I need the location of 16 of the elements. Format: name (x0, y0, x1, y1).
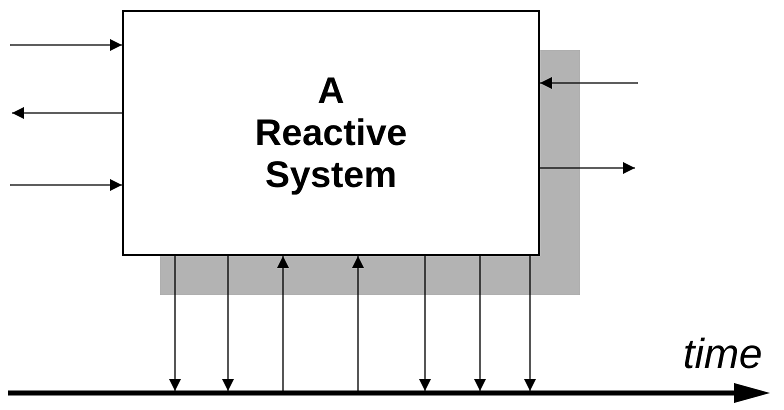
arrow (10, 39, 122, 51)
arrow (540, 77, 638, 89)
arrow (524, 256, 536, 391)
arrow (222, 256, 234, 391)
box-title: A Reactive System (254, 70, 408, 196)
arrow (352, 256, 364, 391)
arrow (169, 256, 181, 391)
time-axis (8, 383, 770, 403)
arrow (10, 179, 122, 191)
axis-label: time (683, 330, 762, 378)
arrow (419, 256, 431, 391)
arrow (277, 256, 289, 391)
arrow (12, 107, 122, 119)
system-box (122, 10, 540, 256)
arrow (474, 256, 486, 391)
arrow (540, 162, 635, 174)
